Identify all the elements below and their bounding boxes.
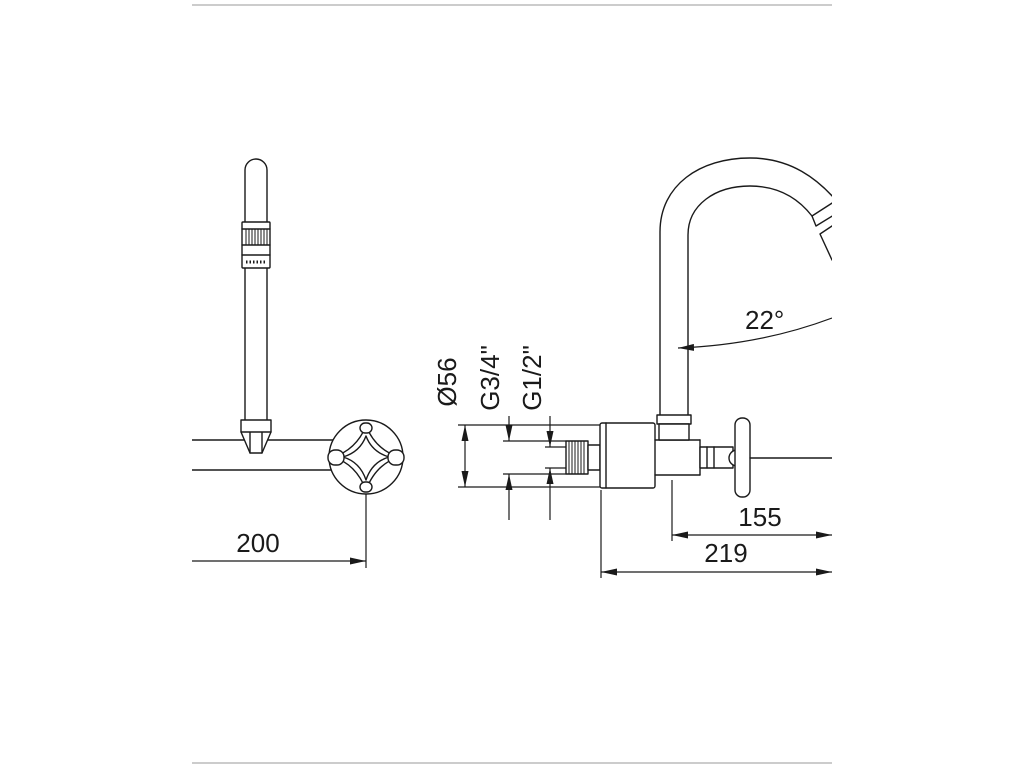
side-spout-outer-edge	[659, 157, 832, 417]
connector-nut	[587, 444, 601, 471]
spout-base-ring	[658, 423, 690, 441]
valve-stem	[699, 446, 734, 469]
side-view: Ø56 G3/4" G1/2"	[432, 157, 832, 578]
handle-arm-right	[387, 449, 405, 466]
dim-200-label: 200	[236, 528, 279, 558]
side-cross-handle	[734, 417, 751, 498]
front-spout-nut	[240, 419, 272, 454]
angle-22-label: 22°	[745, 305, 784, 335]
spout-collar	[656, 414, 692, 425]
side-spout-inner-edge	[687, 185, 813, 417]
handle-arm-left	[327, 449, 345, 466]
front-spout-nut-facets	[240, 431, 272, 454]
dim-219-label: 219	[704, 538, 747, 568]
drawing-area: 200 Ø56 G3/4" G1/2"	[192, 157, 832, 578]
dim-155-label: 155	[738, 502, 781, 532]
front-view: 200	[192, 158, 405, 568]
dim-g12-label: G1/2"	[517, 345, 547, 411]
angle-22-arc	[677, 317, 832, 351]
handle-arm-top	[359, 422, 373, 434]
side-aerator	[811, 202, 832, 261]
dim-56-label: Ø56	[432, 357, 462, 406]
front-spout-tube	[244, 158, 268, 421]
handle-arm-bottom	[359, 481, 373, 493]
wall-flange	[599, 422, 656, 489]
thread-lines	[568, 441, 585, 474]
aerator-knurling	[245, 229, 268, 245]
valve-stem-ridges	[706, 446, 715, 469]
dim-g34-label: G3/4"	[475, 345, 505, 411]
